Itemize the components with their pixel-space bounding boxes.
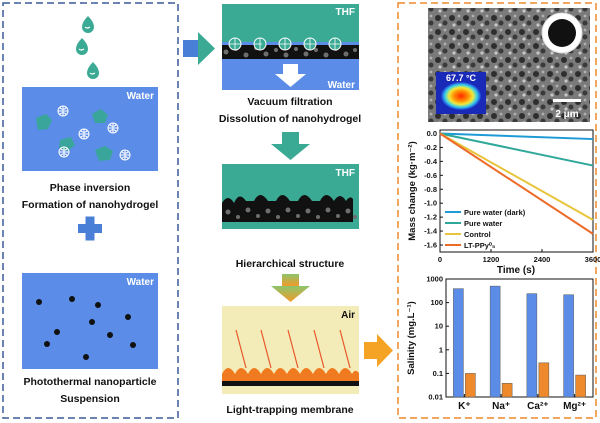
chart2-bar bbox=[453, 288, 464, 398]
chart2-y-tick-label: 0.01 bbox=[428, 393, 443, 402]
chart1-y-tick-label: -0.8 bbox=[424, 185, 437, 194]
chart1-y-tick-label: -1.0 bbox=[424, 199, 437, 208]
chart2-y-axis-label: Salinity (mg.L⁻¹) bbox=[406, 301, 417, 375]
caption-dissolution: Dissolution of nanohydrogel bbox=[219, 113, 361, 125]
mass-change-chart: Mass change (kg·m⁻²) Time (s) 0 1200 2400 3… bbox=[407, 129, 600, 276]
droplet-icon bbox=[82, 16, 94, 33]
thermal-image-inset: 67.7 °C bbox=[436, 72, 486, 114]
arrow-down-icon bbox=[275, 64, 306, 87]
chart2-x-tick-label: K⁺ bbox=[458, 401, 471, 412]
chart1-y-tick-label: 0.0 bbox=[427, 129, 437, 138]
chart2-bar bbox=[526, 293, 538, 398]
hydrogel-particles bbox=[36, 109, 113, 161]
plus-icon bbox=[78, 216, 102, 241]
droplet-icon bbox=[76, 38, 88, 55]
chart2-x-tick-label: Mg²⁺ bbox=[563, 401, 586, 412]
nanohydrogel-sphere-icons bbox=[228, 37, 342, 51]
step1-thf-label: THF bbox=[336, 7, 355, 18]
chart1-y-tick-label: -0.6 bbox=[424, 171, 437, 180]
caption-hierarchical: Hierarchical structure bbox=[236, 258, 345, 270]
caption-light-trapping: Light-trapping membrane bbox=[226, 404, 353, 416]
thermal-temperature-label: 67.7 °C bbox=[446, 73, 477, 83]
middle-panel: THF Water Vacuum filtration Dissolution … bbox=[219, 4, 361, 416]
chart1-legend-label: Control bbox=[464, 230, 491, 239]
chart1-legend-label: Pure water bbox=[464, 219, 502, 228]
chart1-x-tick-label: 3600 bbox=[585, 255, 600, 264]
chart1-series-line bbox=[439, 132, 594, 221]
chart1-series-line bbox=[439, 132, 594, 167]
water-label-top: Water bbox=[127, 91, 155, 102]
water-label-bottom: Water bbox=[127, 277, 155, 288]
right-panel: 67.7 °C 2 μm Mass change (kg·m⁻²) Time (… bbox=[397, 2, 600, 419]
chart1-series-line bbox=[439, 132, 594, 235]
light-trapping-membrane bbox=[222, 368, 359, 386]
scale-bar: 2 μm bbox=[553, 99, 581, 120]
chart2-bar bbox=[575, 374, 586, 398]
chart2-y-tick-label: 0.1 bbox=[433, 369, 443, 378]
chart1-y-tick-label: -0.2 bbox=[424, 143, 437, 152]
chart1-y-tick-label: -1.2 bbox=[424, 213, 437, 222]
caption-photothermal: Photothermal nanoparticle bbox=[23, 376, 156, 388]
thf-layer bbox=[222, 4, 359, 42]
nanohydrogel-sphere-icons bbox=[57, 105, 131, 161]
chart2-y-tick-label: 1 bbox=[439, 345, 443, 354]
chart1-x-tick-label: 1200 bbox=[483, 255, 500, 264]
chart1-legend-label: LT-PPy⁰₅ bbox=[464, 241, 496, 250]
chart1-y-tick-label: -0.4 bbox=[424, 157, 438, 166]
membrane-photo-inset bbox=[541, 12, 583, 54]
chart2-bar bbox=[465, 373, 476, 398]
chart1-y-axis-label: Mass change (kg·m⁻²) bbox=[407, 141, 418, 241]
chart1-legend-label: Pure water (dark) bbox=[464, 208, 526, 217]
right-panel-border bbox=[397, 2, 597, 419]
chart2-y-tick-label: 100 bbox=[430, 298, 443, 307]
arrow-right-icon bbox=[183, 32, 215, 65]
scale-bar-label: 2 μm bbox=[555, 109, 578, 120]
chart2-x-tick-label: Ca²⁺ bbox=[527, 401, 548, 412]
chart2-x-tick-label: Na⁺ bbox=[492, 401, 510, 412]
caption-suspension: Suspension bbox=[60, 393, 120, 405]
chart2-y-tick-label: 10 bbox=[435, 322, 443, 331]
chart1-series-line bbox=[439, 132, 594, 141]
photothermal-nanoparticles bbox=[36, 296, 136, 360]
caption-vacuum-filtration: Vacuum filtration bbox=[247, 96, 332, 108]
caption-phase-inversion: Phase inversion bbox=[50, 182, 131, 194]
chart1-x-tick-label: 0 bbox=[438, 255, 442, 264]
chart1-x-tick-label: 2400 bbox=[534, 255, 551, 264]
chart2-bar bbox=[538, 362, 550, 398]
chart2-bar bbox=[563, 294, 574, 398]
chart1-x-axis-label: Time (s) bbox=[497, 265, 535, 276]
arrow-right-icon bbox=[364, 334, 393, 367]
sunlight-rays bbox=[235, 329, 351, 369]
step1-water-label: Water bbox=[328, 80, 356, 91]
step3-air-label: Air bbox=[341, 310, 355, 321]
chart2-y-tick-label: 1000 bbox=[426, 275, 443, 284]
chart1-y-tick-label: -1.4 bbox=[424, 227, 438, 236]
arrow-down-icon bbox=[271, 274, 310, 302]
step2-thf-label: THF bbox=[336, 168, 355, 179]
left-panel-border bbox=[2, 2, 179, 419]
chart1-y-tick-label: -1.6 bbox=[424, 241, 437, 250]
chart2-bar bbox=[489, 285, 501, 398]
arrow-down-icon bbox=[271, 132, 310, 160]
droplet-icon bbox=[87, 62, 99, 79]
chart2-bar bbox=[501, 383, 513, 398]
hierarchical-membrane bbox=[222, 195, 359, 229]
caption-nanohydrogel: Formation of nanohydrogel bbox=[22, 199, 159, 211]
left-panel: Water Phase inversion Formation of nanoh… bbox=[2, 2, 179, 419]
